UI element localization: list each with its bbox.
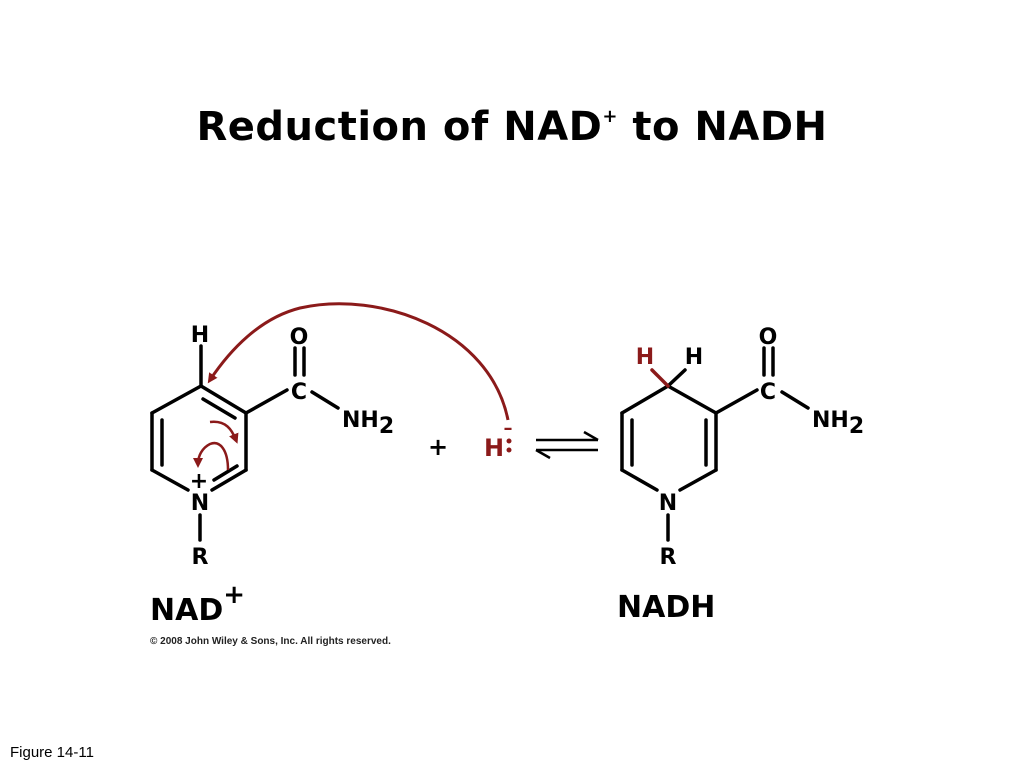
atom-h-transferred: H bbox=[636, 345, 654, 370]
atom-r: R bbox=[660, 545, 677, 570]
atom-r: R bbox=[192, 545, 209, 570]
atom-c: C bbox=[291, 380, 307, 405]
curved-arrow bbox=[193, 441, 230, 471]
atom-o: O bbox=[290, 325, 309, 350]
positive-charge: + bbox=[190, 469, 208, 494]
electron-flow-arrows bbox=[193, 420, 239, 471]
figure-label: Figure 14-11 bbox=[10, 744, 94, 761]
ring-double-bond bbox=[212, 464, 239, 482]
atom-n: N bbox=[659, 491, 677, 516]
nh-text: NH bbox=[812, 408, 849, 433]
curved-arrow bbox=[209, 420, 239, 444]
nad-label-main: NAD bbox=[150, 593, 224, 628]
atom-c: C bbox=[760, 380, 776, 405]
slide-title: Reduction of NAD+ to NADH bbox=[0, 104, 1024, 150]
ring-bond bbox=[150, 468, 190, 492]
atom-o: O bbox=[759, 325, 778, 350]
ring-bond bbox=[620, 384, 670, 415]
lone-pair-dot bbox=[506, 438, 512, 444]
c4-h-red-bond bbox=[650, 368, 670, 388]
c-nh2-bond bbox=[310, 390, 340, 410]
ring-double-bond bbox=[201, 397, 237, 420]
atom-nh2: NH2 bbox=[812, 408, 864, 439]
nad-label-superscript: + bbox=[223, 580, 246, 610]
ring-bond bbox=[678, 468, 718, 492]
atom-h: H bbox=[191, 323, 209, 348]
hydride-transfer-arrow bbox=[207, 302, 510, 421]
c3-carbonyl-bond bbox=[714, 388, 759, 415]
ring-bond bbox=[620, 468, 659, 492]
nh2-subscript: 2 bbox=[849, 414, 864, 439]
lone-pair-dot bbox=[506, 447, 512, 453]
atom-n: N bbox=[191, 491, 209, 516]
ring-bond bbox=[666, 384, 718, 415]
nad-plus-label: NAD+ bbox=[150, 580, 245, 628]
hydride-atom: H bbox=[484, 434, 504, 462]
hydride-charge: – bbox=[504, 418, 513, 439]
nad-plus-structure bbox=[150, 344, 340, 542]
atom-nh2: NH2 bbox=[342, 408, 394, 439]
ring-bond bbox=[199, 384, 248, 415]
nadh-label: NADH bbox=[617, 590, 716, 625]
plus-sign: + bbox=[428, 433, 448, 461]
nadh-structure bbox=[620, 346, 810, 542]
atom-h: H bbox=[685, 345, 703, 370]
nh-text: NH bbox=[342, 408, 379, 433]
ring-bond bbox=[150, 384, 203, 415]
title-main: Reduction of NAD bbox=[196, 104, 603, 150]
c-nh2-bond bbox=[780, 390, 810, 410]
nh2-subscript: 2 bbox=[379, 414, 394, 439]
copyright-notice: © 2008 John Wiley & Sons, Inc. All right… bbox=[150, 636, 391, 647]
c3-carbonyl-bond bbox=[244, 388, 289, 415]
title-tail: to NADH bbox=[617, 104, 828, 150]
equilibrium-arrow-icon bbox=[535, 430, 599, 460]
ring-bond bbox=[210, 468, 248, 492]
title-superscript: + bbox=[602, 105, 618, 127]
c4-h-bond bbox=[666, 368, 687, 388]
